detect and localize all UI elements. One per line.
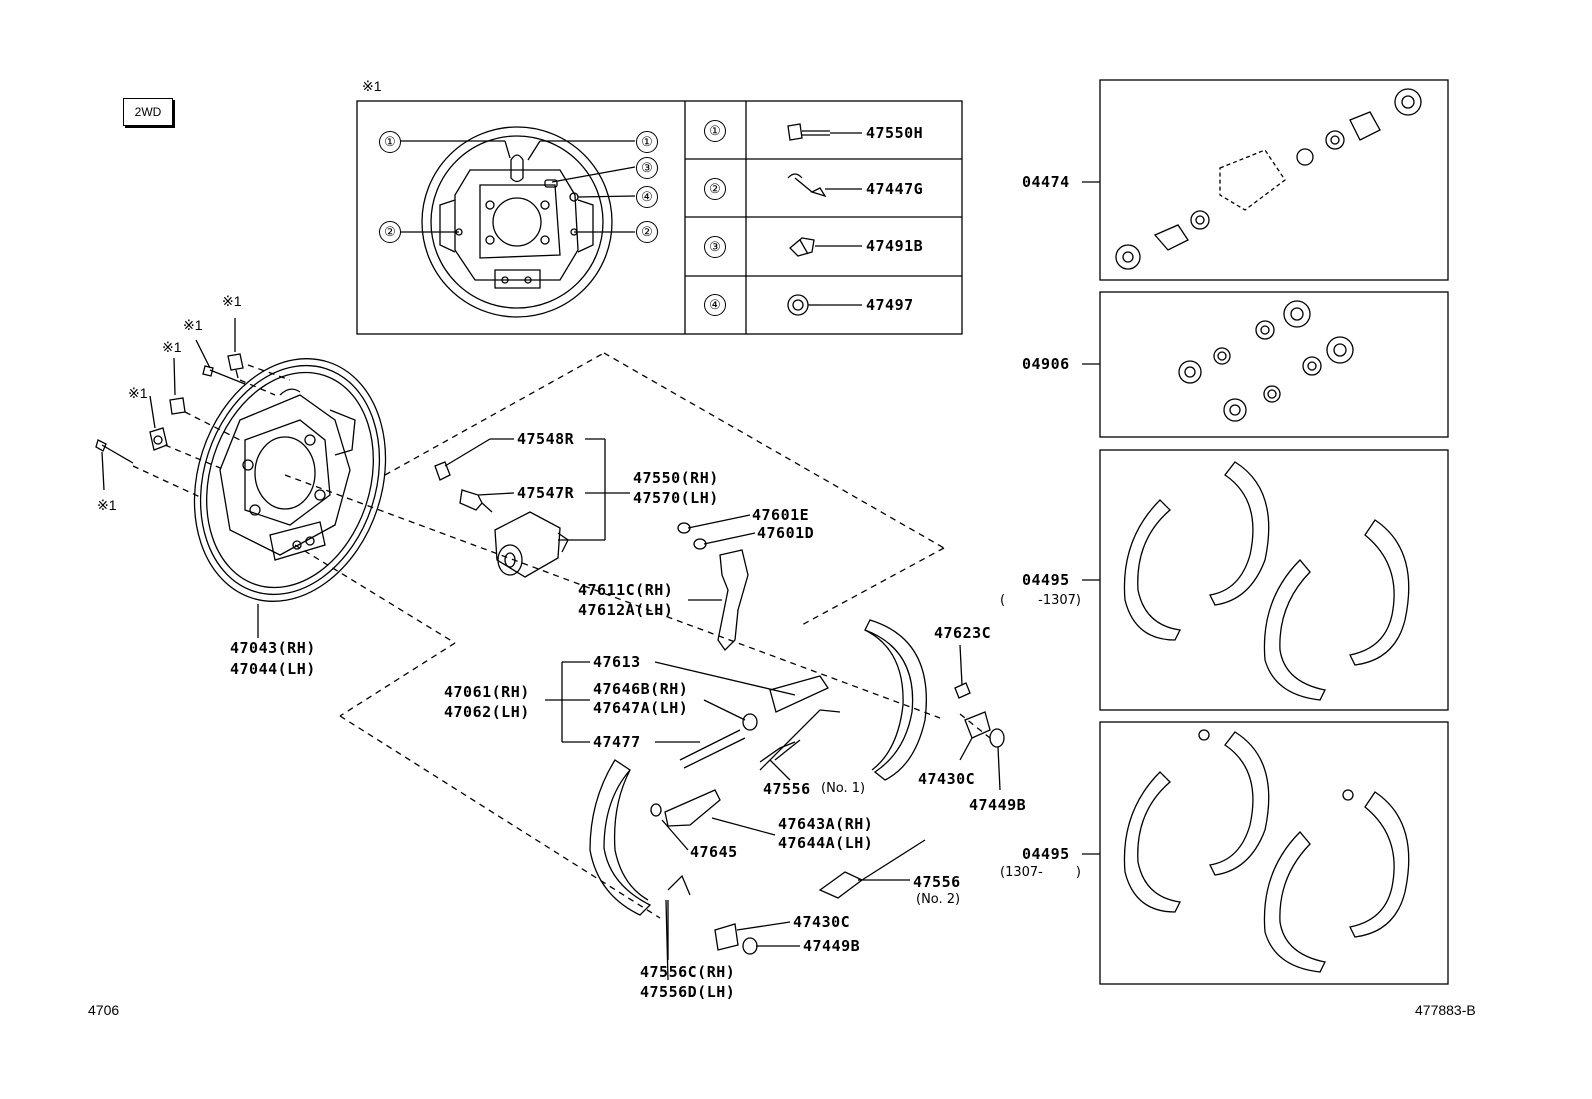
part-47613[interactable]: 47613 xyxy=(593,653,641,671)
detail-callout-1a: ① xyxy=(379,131,401,153)
part-47646b-rh[interactable]: 47646B(RH) xyxy=(593,680,689,698)
part-47556-no1[interactable]: 47556 xyxy=(763,780,811,798)
dashed-leaders xyxy=(132,352,991,919)
footer-right-code: 477883-B xyxy=(1415,1002,1476,1018)
part-47643a-rh[interactable]: 47643A(RH) xyxy=(778,815,874,833)
center-brake-shoes xyxy=(589,619,927,916)
part-47550-rh[interactable]: 47550(RH) xyxy=(633,469,719,487)
legend-part-47491b[interactable]: 47491B xyxy=(866,237,924,255)
legend-num-4: ④ xyxy=(704,294,726,316)
kit-04906-drawing xyxy=(1178,300,1354,422)
part-47430c-upper[interactable]: 47430C xyxy=(918,770,976,788)
legend-num-1: ① xyxy=(704,120,726,142)
ref-mark-2: ※1 xyxy=(183,317,203,333)
part-47556d-lh[interactable]: 47556D(LH) xyxy=(640,983,736,1001)
label-leaders xyxy=(101,318,1001,960)
detail-callout-4: ④ xyxy=(636,186,658,208)
part-47570-lh[interactable]: 47570(LH) xyxy=(633,489,719,507)
detail-callout-2a: ② xyxy=(379,221,401,243)
part-47645[interactable]: 47645 xyxy=(690,843,738,861)
kit-boxes xyxy=(1082,79,1449,985)
part-47449b-lower[interactable]: 47449B xyxy=(803,937,861,955)
wheel-cylinder-drawing xyxy=(434,461,569,578)
detail-box xyxy=(356,100,963,335)
kit-04495-a[interactable]: 04495 xyxy=(1022,571,1070,589)
part-47623c[interactable]: 47623C xyxy=(934,624,992,642)
drive-type-badge: 2WD xyxy=(123,98,173,126)
part-47601d[interactable]: 47601D xyxy=(757,524,815,542)
legend-part-47497[interactable]: 47497 xyxy=(866,296,914,314)
part-47556-no2[interactable]: 47556 xyxy=(913,873,961,891)
part-47556-no1-note: (No. 1) xyxy=(821,781,866,796)
part-47556c-rh[interactable]: 47556C(RH) xyxy=(640,963,736,981)
ref-mark-4: ※1 xyxy=(128,385,148,401)
detail-callout-2b: ② xyxy=(636,221,658,243)
backing-plate-drawing xyxy=(193,358,387,602)
part-47612a-lh[interactable]: 47612A(LH) xyxy=(578,601,674,619)
legend-num-2: ② xyxy=(704,178,726,200)
part-47062-lh[interactable]: 47062(LH) xyxy=(444,703,530,721)
legend-part-47447g[interactable]: 47447G xyxy=(866,180,924,198)
detail-callout-1b: ① xyxy=(636,131,658,153)
part-47548r[interactable]: 47548R xyxy=(517,430,575,448)
legend-num-3: ③ xyxy=(704,236,726,258)
part-47647a-lh[interactable]: 47647A(LH) xyxy=(593,699,689,717)
kit-04495-b[interactable]: 04495 xyxy=(1022,845,1070,863)
footer-left-code: 4706 xyxy=(88,1002,120,1018)
part-47043-rh[interactable]: 47043(RH) xyxy=(230,639,316,657)
part-47601e[interactable]: 47601E xyxy=(752,506,810,524)
part-47044-lh[interactable]: 47044(LH) xyxy=(230,660,316,678)
part-47547r[interactable]: 47547R xyxy=(517,484,575,502)
detail-callout-3: ③ xyxy=(636,157,658,179)
kit-04474-drawing xyxy=(1115,88,1422,270)
part-47644a-lh[interactable]: 47644A(LH) xyxy=(778,834,874,852)
detail-backing-plate-drawing xyxy=(421,126,613,318)
ref-mark-3: ※1 xyxy=(162,339,182,355)
detail-ref-mark: ※1 xyxy=(362,78,382,94)
kit-04495-b-drawing xyxy=(1123,729,1410,973)
kit-04906[interactable]: 04906 xyxy=(1022,355,1070,373)
plate-fasteners xyxy=(95,353,246,464)
ref-mark-1: ※1 xyxy=(222,293,242,309)
part-47556-no2-note: (No. 2) xyxy=(916,892,961,907)
kit-04495-a-note: ( -1307) xyxy=(1000,593,1081,608)
kit-04495-b-note: (1307- ) xyxy=(1000,865,1081,880)
part-47061-rh[interactable]: 47061(RH) xyxy=(444,683,530,701)
ref-mark-5: ※1 xyxy=(97,497,117,513)
legend-icons xyxy=(787,123,830,316)
adjuster-parts-drawing xyxy=(650,522,1005,981)
part-47449b-upper[interactable]: 47449B xyxy=(969,796,1027,814)
part-47430c-lower[interactable]: 47430C xyxy=(793,913,851,931)
legend-leaders xyxy=(815,132,862,306)
kit-04495-a-drawing xyxy=(1123,461,1410,701)
legend-part-47550h[interactable]: 47550H xyxy=(866,124,924,142)
part-47477[interactable]: 47477 xyxy=(593,733,641,751)
detail-callout-leaders xyxy=(400,140,636,233)
kit-04474[interactable]: 04474 xyxy=(1022,173,1070,191)
part-47611c-rh[interactable]: 47611C(RH) xyxy=(578,581,674,599)
